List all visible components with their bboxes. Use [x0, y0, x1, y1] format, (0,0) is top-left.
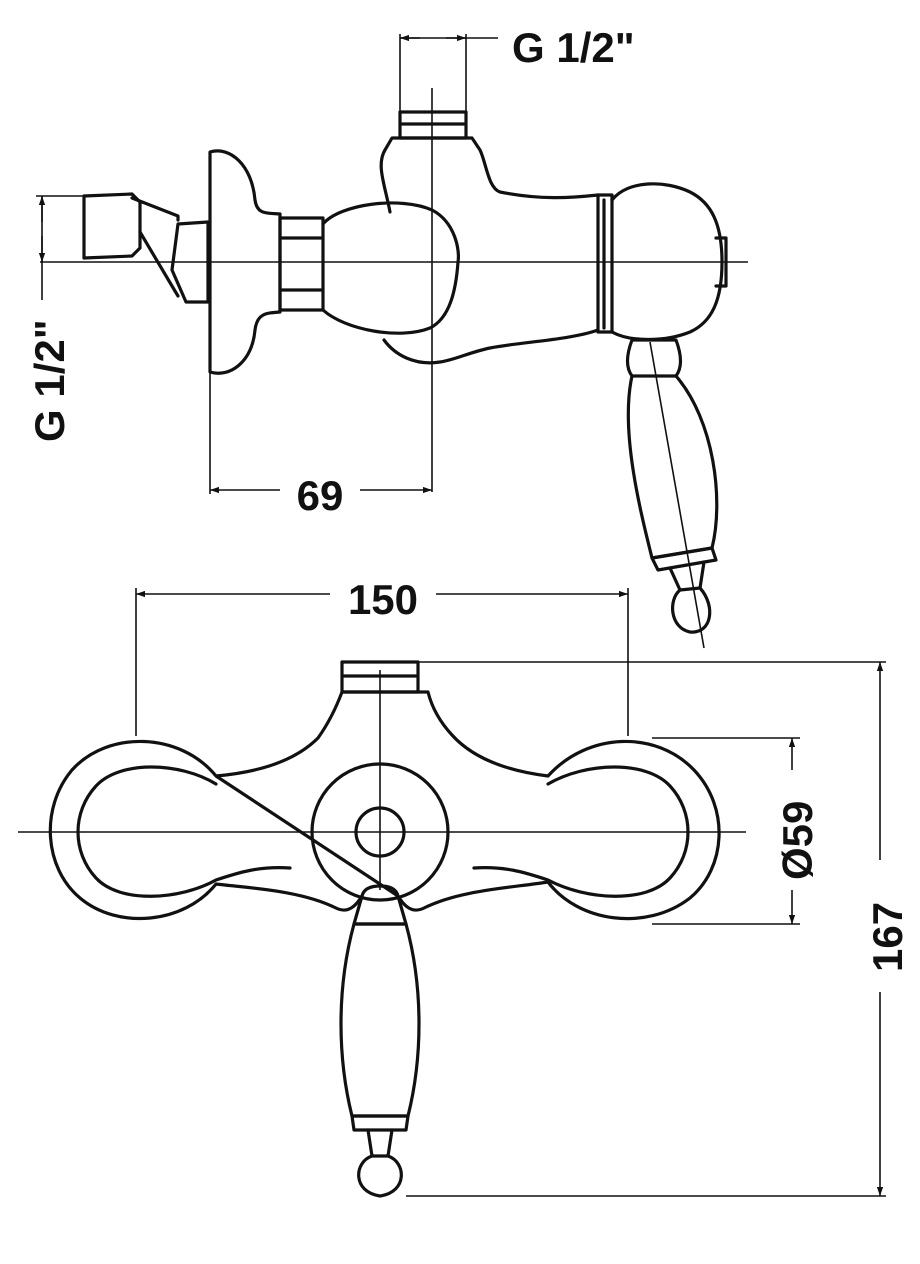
mixer-shell	[379, 136, 600, 365]
front-right-flange-slot	[472, 765, 690, 898]
cartridge-inner-circle	[354, 806, 406, 858]
side-lever-stem	[668, 560, 706, 592]
body-hex-nut	[278, 216, 325, 312]
side-view-dimensions: G 1/2" G 1/2" 69	[26, 24, 635, 519]
side-lever-ferrule	[650, 546, 718, 572]
side-thread-label: G 1/2"	[26, 319, 73, 442]
cartridge-ring	[596, 193, 614, 334]
front-lever-collar	[352, 884, 408, 926]
front-lever-knob	[357, 1154, 403, 1198]
front-view	[18, 660, 746, 1198]
front-lever-handle	[339, 922, 421, 1118]
s-connector-hex	[170, 220, 210, 304]
flange-diameter-label: Ø59	[774, 801, 821, 880]
cartridge-outer-circle	[310, 762, 450, 902]
s-connector-pipe	[130, 196, 180, 298]
side-lever-knob	[671, 586, 712, 634]
center-distance-label: 150	[348, 576, 418, 623]
front-lever-ferrule	[350, 1114, 410, 1132]
cap-knob	[714, 236, 728, 288]
side-lever-collar	[625, 338, 683, 378]
front-body-outline	[48, 690, 721, 921]
front-left-flange-slot	[76, 765, 292, 898]
side-lever-axis	[649, 341, 705, 649]
mixer-body	[321, 201, 460, 335]
top-thread-label: G 1/2"	[512, 24, 635, 71]
front-view-dimensions: 150 Ø59 167	[135, 576, 911, 1197]
total-height-label: 167	[864, 902, 911, 972]
front-top-inlet	[340, 660, 420, 694]
top-inlet-nipple	[398, 110, 468, 140]
cartridge-cap	[610, 182, 724, 342]
wall-offset-label: 69	[297, 472, 344, 519]
s-connector-nut	[82, 192, 142, 260]
front-lever-stem	[366, 1128, 394, 1158]
side-view	[40, 88, 748, 649]
